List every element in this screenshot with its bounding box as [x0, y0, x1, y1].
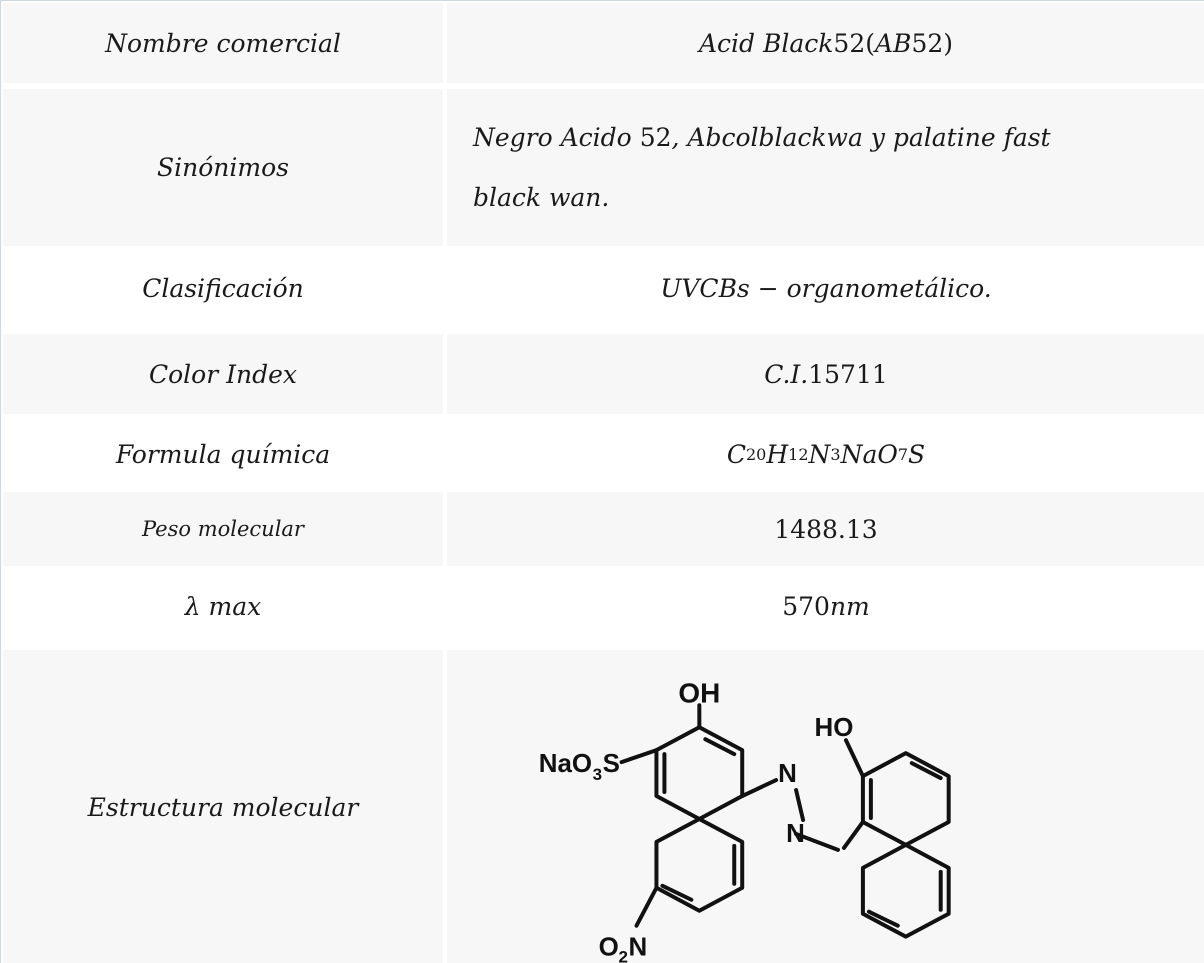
table-row-color-index: Color Index C.I. 15711 — [3, 334, 1204, 414]
label-synonyms: Sinónimos — [3, 89, 443, 246]
naso3-sub-label: 3 — [593, 765, 602, 784]
label-structure: Estructura molecular — [3, 650, 443, 963]
azo-n2-label: N — [786, 820, 805, 848]
label-molecular-weight: Peso molecular — [3, 492, 443, 566]
o2n-o-label: O — [599, 934, 619, 962]
naso3-s-label: S — [603, 750, 620, 778]
table-row-molecular-weight: Peso molecular 1488.13 — [3, 492, 1204, 566]
o2n-n-label: N — [629, 934, 648, 962]
label-classification: Clasificación — [142, 273, 304, 303]
oh-label: OH — [678, 677, 720, 708]
value-color-index: C.I. 15711 — [447, 334, 1204, 414]
structure-cell: OH HO NaO 3 S N N O 2 N — [447, 650, 1204, 963]
table-row-lambda-max: λ max 570 nm — [3, 568, 1204, 644]
value-classification: UVCBs − organometálico. — [660, 273, 992, 303]
azo-n1-label: N — [778, 760, 797, 788]
ho-label: HO — [815, 714, 854, 742]
label-lambda-max: λ max — [184, 591, 262, 621]
o2n-sub-label: 2 — [619, 948, 628, 963]
table-row-structure: Estructura molecular — [3, 650, 1204, 963]
label-formula: Formula química — [115, 439, 331, 469]
label-color-index: Color Index — [3, 334, 443, 414]
molecular-structure-image: OH HO NaO 3 S N N O 2 N — [539, 677, 951, 963]
table-row-synonyms: Sinónimos Negro Acido 52, Abcolblackwa y… — [3, 89, 1204, 246]
value-molecular-weight: 1488.13 — [447, 492, 1204, 566]
value-lambda-max: 570 nm — [782, 591, 870, 621]
value-synonyms: Negro Acido 52, Abcolblackwa y palatine … — [447, 89, 1204, 246]
label-trade-name: Nombre comercial — [3, 3, 443, 83]
table-row-classification: Clasificación UVCBs − organometálico. — [3, 248, 1204, 328]
naso3-na-label: NaO — [539, 750, 592, 778]
